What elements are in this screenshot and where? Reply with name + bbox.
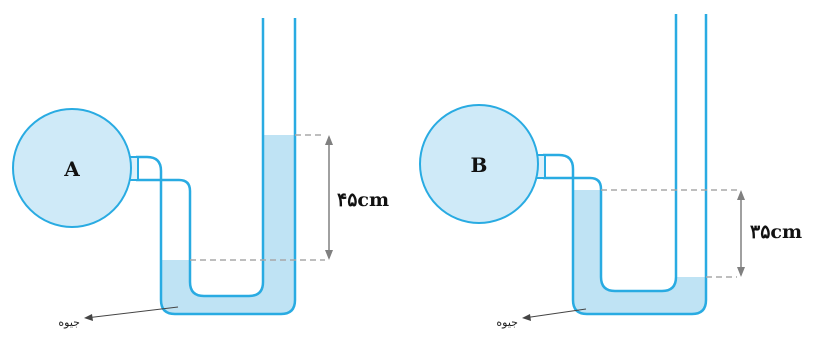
manometer-b-tube-inner xyxy=(543,14,678,293)
manometer-a-height-label: ۴۵cm xyxy=(337,189,389,211)
manometer-b-mercury-pointer xyxy=(523,308,587,319)
bulb-a-label: A xyxy=(63,157,80,181)
manometer-b-mercury xyxy=(573,190,706,314)
manometer-a-tube-outer xyxy=(136,18,297,316)
manometer-a: A ۴۵cm جیوه xyxy=(12,18,389,329)
manometer-b-tube-outer xyxy=(543,14,708,316)
manometer-b-height-label: ۳۵cm xyxy=(750,221,802,243)
bulb-b-label: B xyxy=(471,153,488,177)
manometer-a-mercury-pointer xyxy=(85,306,179,319)
manometer-a-mercury-pointer-head xyxy=(84,314,93,321)
bulb-a xyxy=(12,108,132,228)
manometer-b-dimension-arrow-up xyxy=(737,190,745,200)
manometer-b-dimension-arrow-down xyxy=(737,267,745,277)
manometer-a-dimension-arrow-down xyxy=(325,250,333,260)
manometer-a-dimension-arrow-up xyxy=(325,135,333,145)
manometer-b: B ۳۵cm جیوه xyxy=(419,14,802,329)
manometer-a-mercury xyxy=(161,135,295,314)
manometer-b-mercury-pointer-head xyxy=(522,314,531,321)
manometer-a-mercury-label: جیوه xyxy=(58,316,80,329)
manometer-b-mercury-label: جیوه xyxy=(496,316,518,329)
manometer-a-tube-inner xyxy=(136,18,265,298)
bulb-b xyxy=(419,104,539,224)
